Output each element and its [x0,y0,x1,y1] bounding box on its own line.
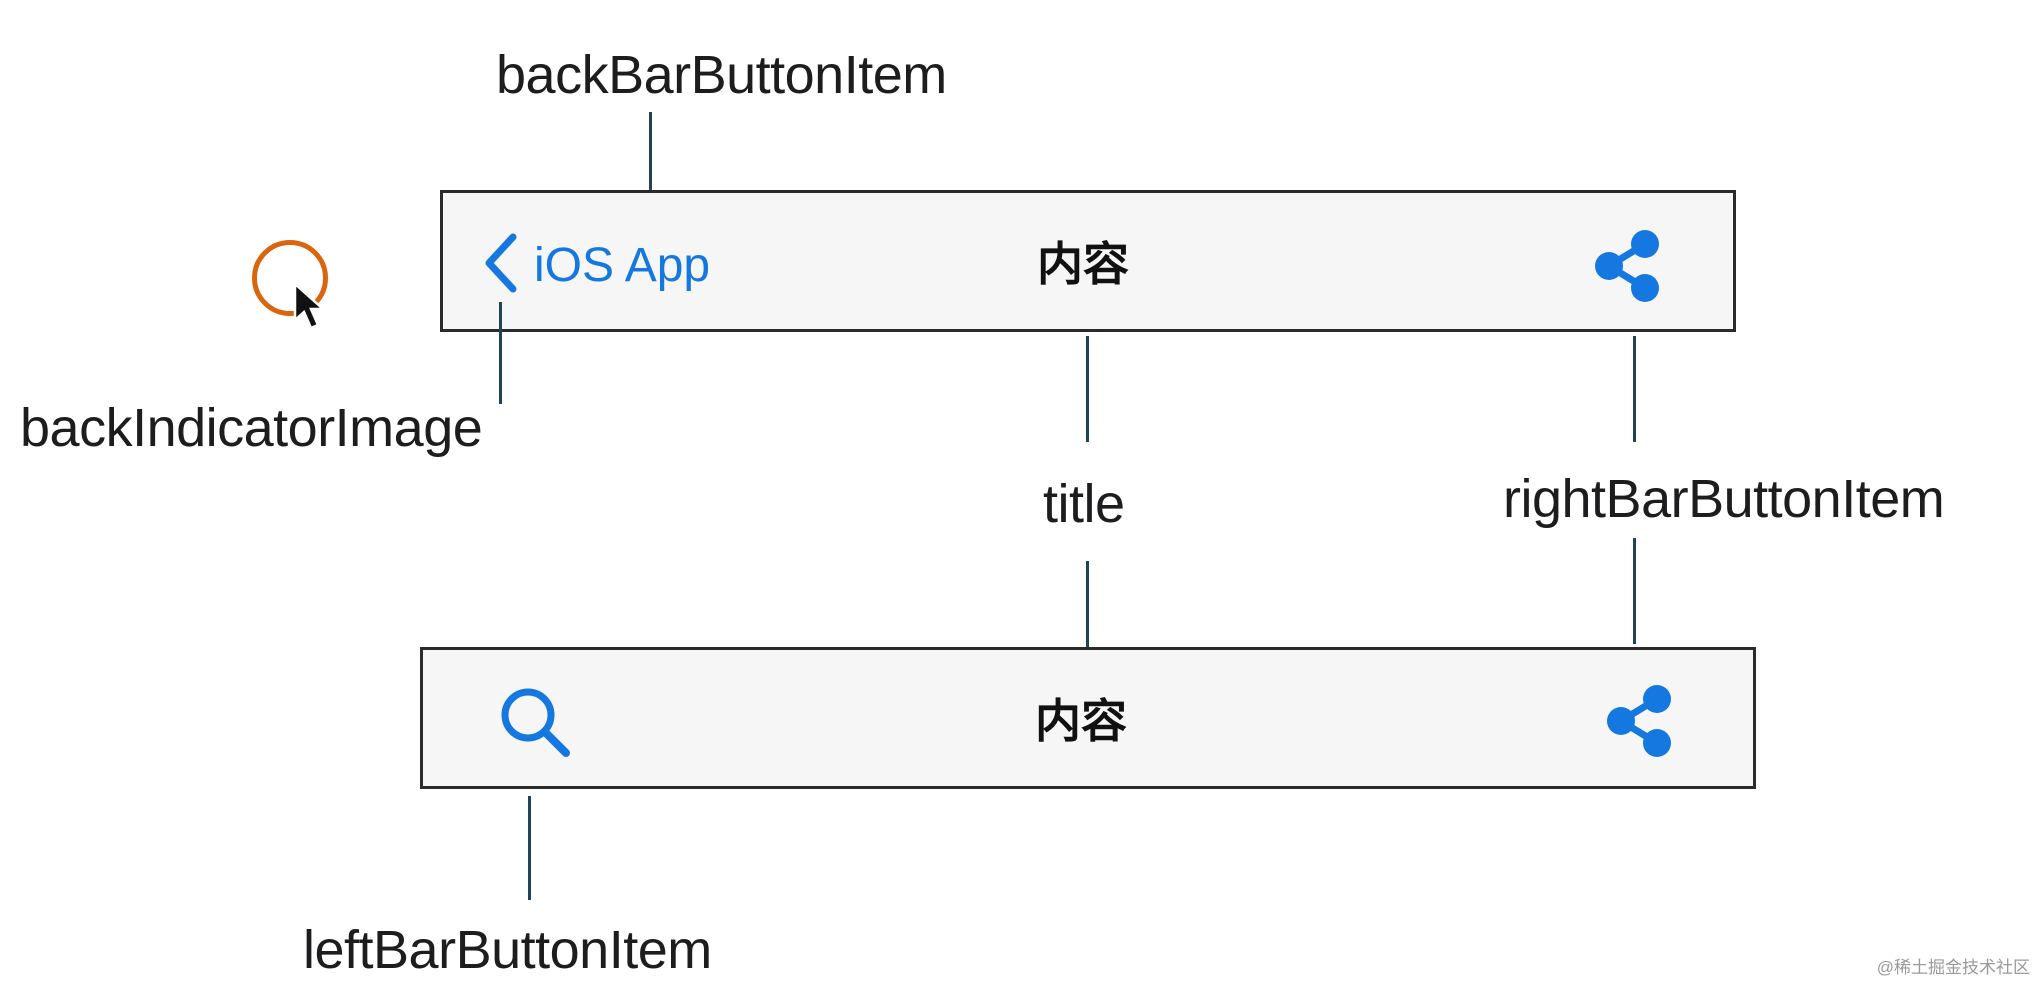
label-left-bar-button-item: leftBarButtonItem [303,920,712,980]
cursor-arrow-icon [293,282,327,330]
label-right-bar-button-item: rightBarButtonItem [1503,469,1945,529]
bottom-bar-title: 内容 [1035,695,1127,747]
connector-title-upper [1086,336,1089,442]
top-navigation-bar: iOS App 内容 [440,190,1736,332]
connector-title-lower [1086,561,1089,667]
share-icon[interactable] [1587,226,1667,306]
label-back-bar-button-item: backBarButtonItem [496,45,947,105]
back-button-label[interactable]: iOS App [534,239,711,292]
top-bar-title: 内容 [1037,238,1129,290]
search-icon[interactable] [496,683,576,763]
cursor-highlight-ring [252,240,328,316]
watermark: @稀土掘金技术社区 [1876,958,2030,977]
connector-right-bar-button-item-upper [1633,336,1636,442]
connector-left-bar-button-item [528,796,531,900]
label-back-indicator-image: backIndicatorImage [20,398,483,458]
label-title: title [1043,474,1125,534]
connector-back-indicator-image [499,302,502,404]
bottom-navigation-bar: 内容 [420,647,1756,789]
connector-back-bar-button-item [649,112,652,218]
share-icon[interactable] [1599,681,1679,761]
connector-right-bar-button-item-lower [1633,538,1636,644]
chevron-left-icon[interactable] [481,231,521,295]
